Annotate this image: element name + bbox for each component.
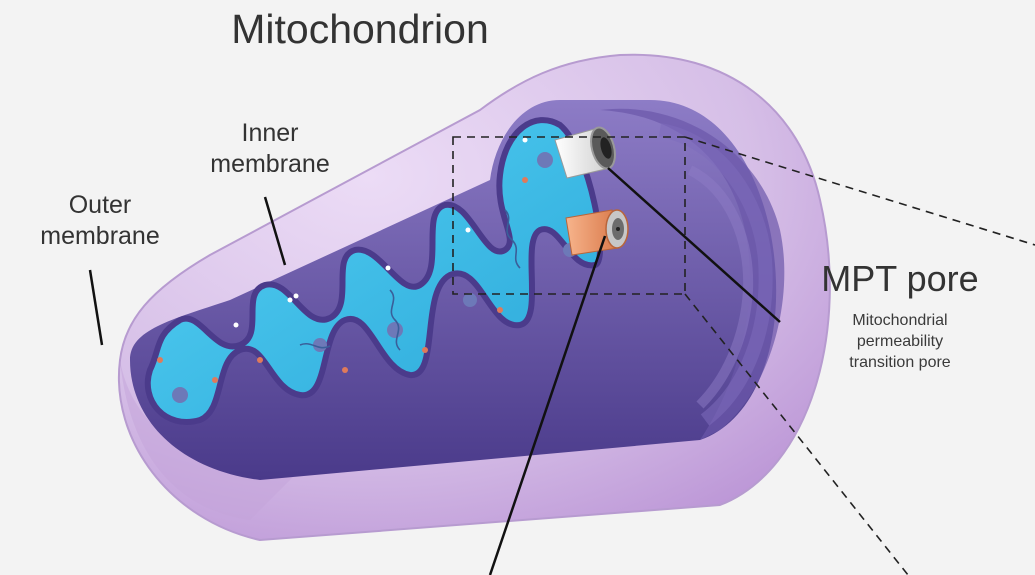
mpt-pore-full-name: Mitochondrial permeability transition po… (790, 311, 1010, 373)
mpt-pore-full-name-text: Mitochondrial permeability transition po… (849, 312, 950, 371)
inner-membrane-label-text: Inner membrane (210, 119, 330, 178)
outer-membrane-label: Outer membrane (20, 190, 180, 251)
mpt-pore-label: MPT pore (790, 257, 1010, 301)
outer-membrane-leader (90, 270, 102, 345)
inner-membrane-label: Inner membrane (180, 118, 360, 179)
diagram-title: Mitochondrion (160, 4, 560, 54)
outer-membrane-label-text: Outer membrane (40, 191, 160, 250)
membrane-channel-shape (566, 210, 628, 255)
